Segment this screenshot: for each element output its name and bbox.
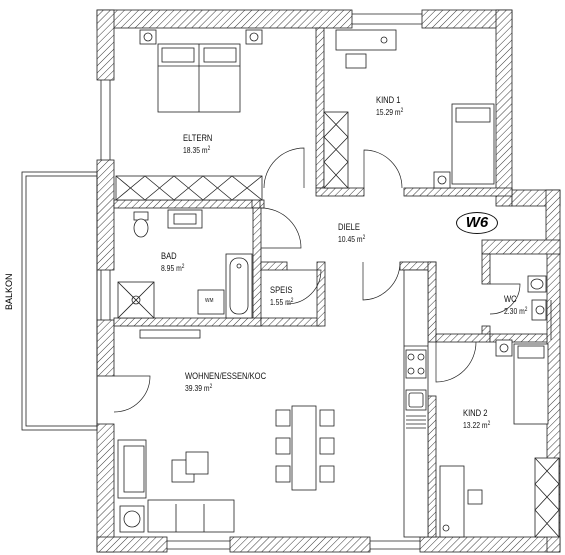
room-label-speis: SPEIS 1.55 m2 [270, 285, 293, 308]
desk-icon [439, 465, 483, 538]
room-label-wohnen: WOHNEN/ESSEN/KOC 39.39 m2 [185, 371, 266, 394]
sideboard [139, 329, 201, 339]
chair-icon [275, 409, 335, 483]
shower-icon [117, 281, 155, 319]
room-label-kind2: KIND 2 13.22 m2 [463, 408, 490, 431]
room-name: KIND 1 [376, 95, 401, 106]
room-area: 39.39 m2 [185, 382, 266, 394]
room-area: 15.29 m2 [376, 106, 403, 118]
dining-table-icon [291, 405, 317, 491]
balcony [21, 171, 98, 431]
area-value: 1.55 m [270, 297, 291, 307]
area-value: 15.29 m [376, 107, 401, 117]
area-exponent: 2 [207, 146, 211, 152]
wardrobe-icon [534, 457, 560, 538]
bathtub-icon [225, 253, 253, 319]
sofa-icon [117, 439, 235, 533]
room-name: ELTERN [183, 133, 213, 144]
toilet-icon [527, 275, 547, 293]
bed-icon [433, 103, 495, 189]
door-swing-icon [113, 147, 521, 413]
area-value: 8.95 m [161, 263, 182, 273]
room-area: 8.95 m2 [161, 262, 184, 274]
unit-tag: W6 [456, 212, 498, 234]
area-exponent: 2 [400, 108, 404, 114]
area-value: 39.39 m [185, 383, 210, 393]
area-value: 13.22 m [463, 420, 488, 430]
area-exponent: 2 [524, 307, 528, 313]
area-exponent: 2 [487, 421, 491, 427]
wardrobe-icon [115, 175, 263, 201]
area-value: 18.35 m [183, 145, 208, 155]
room-area: 1.55 m2 [270, 296, 293, 308]
room-label-wc: WC 2.30 m2 [504, 294, 527, 317]
area-exponent: 2 [362, 235, 366, 241]
room-label-kind1: KIND 1 15.29 m2 [376, 95, 403, 118]
armchair-icon [119, 505, 145, 533]
room-label-diele: DIELE 10.45 m2 [338, 222, 365, 245]
room-area: 18.35 m2 [183, 144, 212, 156]
bed-icon [495, 339, 549, 425]
bed-icon [139, 29, 263, 113]
room-area: 2.30 m2 [504, 305, 527, 317]
room-name: SPEIS [270, 285, 293, 296]
wardrobe-icon [323, 111, 349, 189]
desk-icon [335, 29, 397, 69]
interior-walls [113, 27, 548, 538]
area-exponent: 2 [181, 264, 185, 270]
room-area: 10.45 m2 [338, 233, 365, 245]
room-name: DIELE [338, 222, 360, 233]
washing-machine-icon [197, 289, 225, 315]
outer-walls [96, 9, 561, 553]
windows [100, 13, 552, 550]
area-value: 10.45 m [338, 234, 363, 244]
room-name: WC [504, 294, 517, 305]
washing-machine-label: WM [205, 298, 214, 304]
area-exponent: 2 [290, 298, 294, 304]
sink-icon [167, 209, 203, 229]
room-name: BAD [161, 251, 177, 262]
sink-icon [531, 299, 547, 321]
room-name: KIND 2 [463, 408, 488, 419]
kitchen-sink-icon [405, 389, 427, 429]
room-area: 13.22 m2 [463, 419, 490, 431]
stove-icon [405, 349, 427, 379]
area-value: 2.30 m [504, 306, 525, 316]
room-label-bad: BAD 8.95 m2 [161, 251, 184, 274]
coffee-table-icon [171, 451, 209, 483]
area-exponent: 2 [209, 384, 213, 390]
room-name: WOHNEN/ESSEN/KOC [185, 371, 267, 382]
toilet-icon [133, 211, 149, 238]
room-label-eltern: ELTERN 18.35 m2 [183, 133, 212, 156]
balcony-label: BALKON [4, 273, 14, 310]
